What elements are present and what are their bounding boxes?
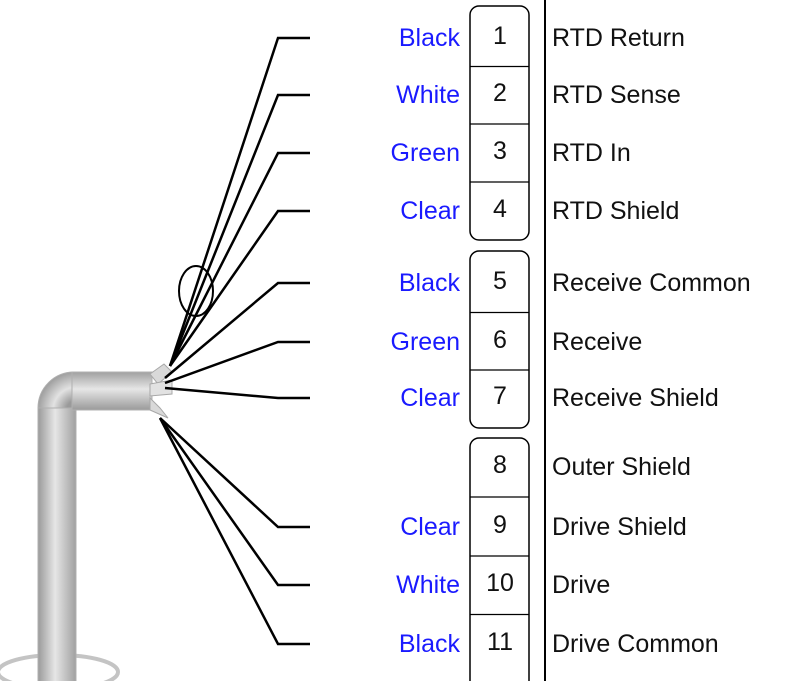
cable-elbow — [37, 371, 77, 411]
signal-label: Drive Common — [552, 630, 719, 658]
terminal-number: 5 — [493, 267, 507, 295]
wire — [164, 340, 310, 385]
wire-color-label: White — [396, 81, 460, 109]
wire-color-label: Green — [390, 139, 460, 167]
terminal-number: 11 — [487, 628, 513, 656]
wire — [158, 417, 310, 646]
terminal-number: 2 — [493, 79, 507, 107]
cable-horizontal — [71, 371, 153, 411]
terminal-number: 4 — [493, 195, 507, 223]
terminal-block — [469, 250, 530, 429]
terminal-block — [469, 437, 530, 681]
wire-color-label: Green — [390, 328, 460, 356]
signal-label: RTD Return — [552, 24, 685, 52]
breakout-bottom — [149, 396, 169, 419]
wire — [158, 417, 310, 587]
signal-label: Receive Common — [552, 269, 751, 297]
wire-color-label: Clear — [400, 513, 460, 541]
signal-label: Receive — [552, 328, 643, 356]
wires — [158, 36, 310, 646]
wire-color-label: Black — [398, 24, 460, 52]
terminal-number: 6 — [493, 326, 507, 354]
wire-color-label: White — [396, 571, 460, 599]
terminal-number: 1 — [493, 22, 507, 50]
wire — [168, 93, 310, 367]
terminal-number: 9 — [493, 511, 507, 539]
terminal-blocks — [469, 5, 530, 681]
terminal-number: 10 — [486, 569, 514, 597]
terminal-number: 8 — [493, 451, 507, 479]
signal-label: Receive Shield — [552, 384, 719, 412]
wire-color-label: Black — [398, 630, 460, 658]
signal-label: RTD Sense — [552, 81, 681, 109]
wire — [168, 151, 310, 367]
wire — [164, 386, 310, 400]
terminal-number: 3 — [493, 137, 507, 165]
wire-color-label: Clear — [400, 197, 460, 225]
wire — [159, 417, 310, 529]
terminal-number: 7 — [493, 382, 507, 410]
signal-label: Drive Shield — [552, 513, 687, 541]
signal-label: RTD Shield — [552, 197, 680, 225]
wire — [168, 209, 310, 367]
shield-bundle-ring — [178, 265, 214, 317]
signal-label: Outer Shield — [552, 453, 691, 481]
cable-vertical — [37, 407, 77, 681]
wire-color-label: Clear — [400, 384, 460, 412]
signal-label: RTD In — [552, 139, 631, 167]
signal-label: Drive — [552, 571, 611, 599]
breakout-middle — [149, 379, 173, 397]
wire — [164, 281, 310, 379]
wire-color-label: Black — [398, 269, 460, 297]
wire — [168, 36, 310, 367]
